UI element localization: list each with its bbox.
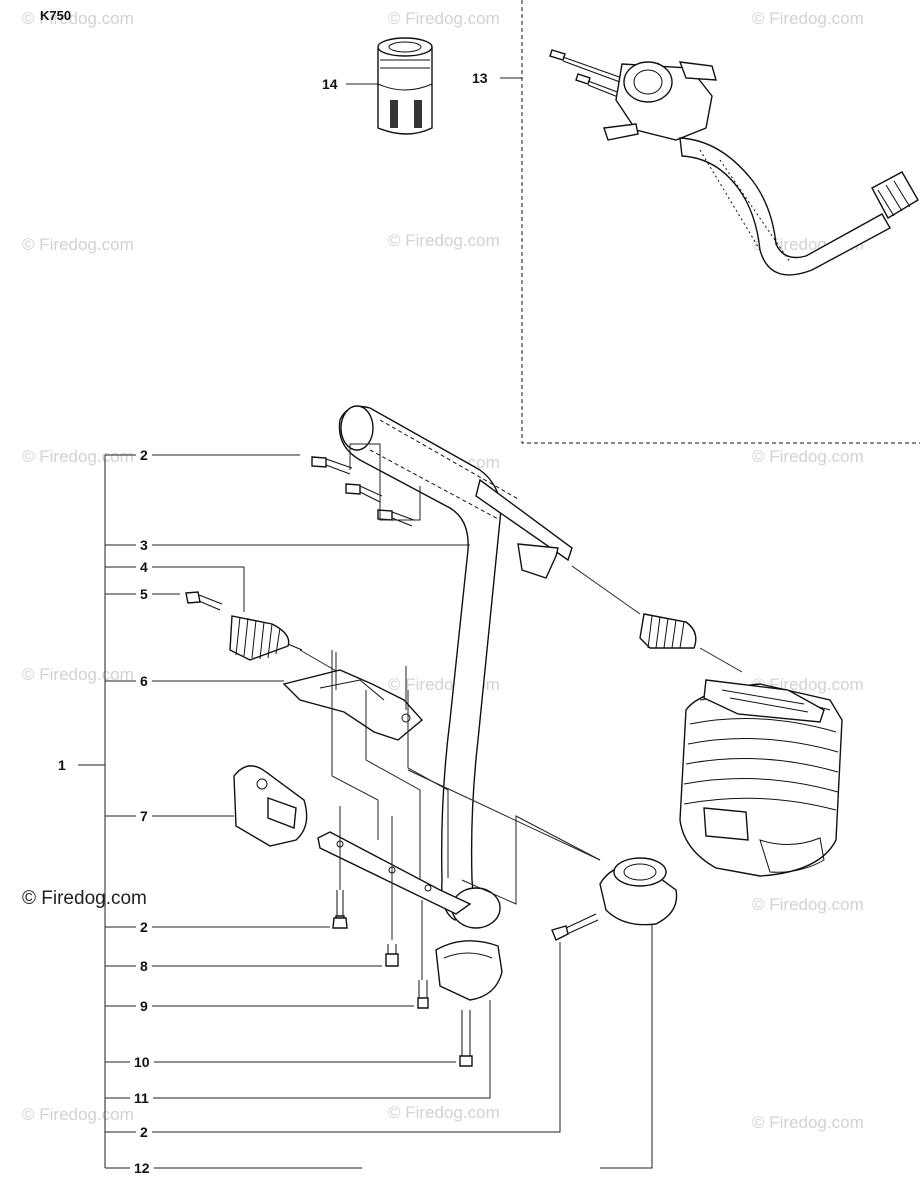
callout-backdrop	[136, 957, 152, 975]
part-5-screw	[185, 591, 223, 611]
callout-backdrop	[130, 1053, 154, 1071]
watermark: © Firedog.com	[22, 235, 134, 254]
watermark: © Firedog.com	[752, 1113, 864, 1132]
callout-2: 2	[140, 1124, 148, 1140]
callout-backdrop	[136, 558, 152, 576]
part-11-plate	[317, 831, 503, 1001]
callout-2: 2	[140, 919, 148, 935]
callout-backdrop	[136, 997, 152, 1015]
watermark: © Firedog.com	[22, 447, 134, 466]
callout-backdrop	[136, 585, 152, 603]
callout-7: 7	[140, 808, 148, 824]
callout-backdrop	[136, 807, 152, 825]
watermark: © Firedog.com	[388, 1103, 500, 1122]
watermark: © Firedog.com	[752, 447, 864, 466]
part-12-boot	[599, 857, 678, 926]
kit-boundary	[521, 0, 920, 444]
callout-backdrop	[130, 1159, 154, 1177]
watermark: © Firedog.com	[388, 9, 500, 28]
part-7-damper	[233, 765, 308, 847]
part-14-fitting	[377, 37, 433, 135]
callout-3: 3	[140, 537, 148, 553]
callout-12: 12	[134, 1160, 150, 1176]
spring-right	[639, 613, 697, 649]
callout-6: 6	[140, 673, 148, 689]
callout-1: 1	[58, 757, 66, 773]
callout-14: 14	[322, 76, 338, 92]
part-6-bracket	[282, 669, 424, 741]
callout-9: 9	[140, 998, 148, 1014]
watermark: © Firedog.com	[388, 231, 500, 250]
part-13-assembly	[549, 49, 919, 276]
callout-backdrop	[54, 756, 70, 774]
watermark: © Firedog.com	[22, 665, 134, 684]
watermark-dark: © Firedog.com	[22, 888, 147, 909]
part-4-spring	[229, 615, 303, 661]
screw-right	[551, 913, 599, 941]
callout-backdrop	[136, 918, 152, 936]
lower-screws	[332, 890, 473, 1067]
watermark: © Firedog.com	[752, 895, 864, 914]
callout-4: 4	[140, 559, 148, 575]
callout-backdrop	[136, 536, 152, 554]
callout-2: 2	[140, 447, 148, 463]
screws-group-top	[311, 456, 415, 527]
watermark: © Firedog.com	[22, 1105, 134, 1124]
callout-13: 13	[472, 70, 488, 86]
part-3-handle	[338, 405, 573, 929]
callout-backdrop	[136, 672, 152, 690]
model-title: K750	[40, 8, 71, 23]
callout-8: 8	[140, 958, 148, 974]
callout-5: 5	[140, 586, 148, 602]
callout-11: 11	[134, 1090, 149, 1106]
watermark: © Firedog.com	[752, 9, 864, 28]
callout-backdrop	[318, 75, 342, 93]
callout-backdrop	[136, 1123, 152, 1141]
callout-backdrop	[136, 446, 152, 464]
watermark: © Firedog.com	[22, 9, 134, 28]
callout-backdrop	[130, 1089, 154, 1107]
callout-10: 10	[134, 1054, 150, 1070]
callout-backdrop	[468, 69, 492, 87]
engine-cylinder	[679, 679, 843, 877]
